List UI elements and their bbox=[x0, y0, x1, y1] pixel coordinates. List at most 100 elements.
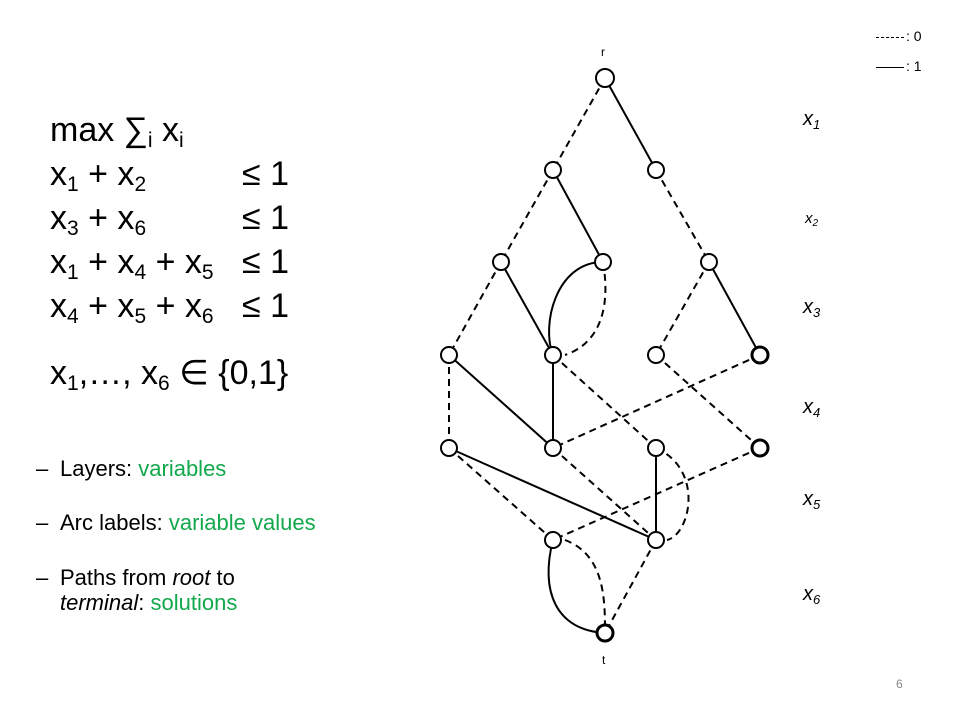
dd-node bbox=[440, 439, 458, 457]
bullet-paths: –Paths from root to terminal: solutions bbox=[36, 565, 237, 616]
dd-node bbox=[544, 346, 562, 364]
var-name: x bbox=[803, 108, 813, 130]
constraint-1: x1 + x2 bbox=[50, 155, 146, 195]
arc-one bbox=[547, 539, 606, 634]
terminal-label: t bbox=[602, 653, 606, 667]
dd-node bbox=[544, 531, 562, 549]
term: + x bbox=[78, 155, 135, 193]
dd-node bbox=[700, 253, 718, 271]
term-sub: 6 bbox=[201, 305, 214, 328]
term: + x bbox=[78, 287, 135, 325]
term-sub: 5 bbox=[201, 261, 214, 284]
objective-var-sub: i bbox=[179, 129, 184, 152]
layer-label-x2: x2 bbox=[805, 210, 819, 229]
bullet-dash: – bbox=[36, 565, 49, 590]
arc-one bbox=[448, 354, 554, 449]
bullet-dash: – bbox=[36, 510, 49, 535]
arc-zero bbox=[552, 447, 657, 541]
dd-node bbox=[647, 346, 665, 364]
var-sub: 5 bbox=[813, 497, 821, 512]
arc-zero bbox=[655, 447, 690, 541]
term-sub: 3 bbox=[67, 217, 79, 240]
bullet-arc-labels: –Arc labels: variable values bbox=[36, 510, 316, 535]
term: + x bbox=[78, 243, 135, 281]
legend-one: : 1 bbox=[876, 58, 922, 74]
arc-zero bbox=[552, 354, 657, 449]
legend-one-label: : 1 bbox=[906, 58, 922, 74]
layer-label-x6: x6 bbox=[803, 583, 821, 607]
bullet-label: Paths from bbox=[60, 565, 173, 590]
term-sub: 1 bbox=[67, 261, 79, 284]
var-sub: 2 bbox=[812, 218, 819, 229]
dd-node-root bbox=[595, 68, 615, 88]
dd-node bbox=[492, 253, 510, 271]
term-sub: 4 bbox=[134, 261, 147, 284]
var-name: x bbox=[803, 488, 813, 510]
arc-zero bbox=[564, 539, 606, 634]
term: x bbox=[50, 243, 67, 281]
objective-sub: i bbox=[147, 129, 153, 152]
arc-one bbox=[500, 261, 554, 356]
domain-set: ∈ {0,1} bbox=[169, 354, 289, 392]
term: x bbox=[50, 199, 67, 237]
arc-zero bbox=[552, 77, 606, 171]
bullet-value: variables bbox=[138, 456, 227, 481]
bullet-italic: root bbox=[172, 565, 211, 590]
bullet-label: Layers: bbox=[60, 456, 139, 481]
var-name: x bbox=[803, 396, 813, 418]
arc-zero bbox=[564, 261, 607, 356]
term-sub: 5 bbox=[134, 305, 147, 328]
arc-one bbox=[552, 169, 604, 263]
layer-label-x4: x4 bbox=[803, 396, 820, 420]
arc-zero bbox=[655, 261, 710, 356]
legend-zero-label: : 0 bbox=[906, 28, 922, 44]
constraint-4: x4 + x5 + x6 bbox=[50, 287, 214, 327]
term-sub: 2 bbox=[134, 173, 147, 196]
constraint-3: x1 + x4 + x5 bbox=[50, 243, 214, 283]
arc-one bbox=[708, 261, 761, 356]
term-sub: 1 bbox=[67, 173, 79, 196]
domain-mid: ,…, x bbox=[78, 354, 159, 392]
var-name: x bbox=[803, 296, 813, 318]
term-sub: 6 bbox=[134, 217, 147, 240]
var-name: x bbox=[805, 210, 813, 227]
legend-zero: : 0 bbox=[876, 28, 922, 44]
bullet-dash: – bbox=[36, 456, 49, 481]
page-number: 6 bbox=[896, 677, 903, 691]
bullet-label: : bbox=[138, 590, 151, 616]
root-label: r bbox=[601, 45, 605, 59]
dd-node bbox=[544, 439, 562, 457]
domain-sub: 1 bbox=[67, 372, 79, 395]
dd-node bbox=[647, 531, 665, 549]
term: x bbox=[50, 287, 67, 325]
domain-constraint: x1,…, x6 ∈ {0,1} bbox=[50, 354, 289, 394]
dd-node bbox=[594, 253, 612, 271]
bullet-label: Arc labels: bbox=[60, 510, 169, 535]
constraint-3-rhs: ≤ 1 bbox=[242, 243, 290, 281]
var-sub: 3 bbox=[813, 305, 821, 320]
dd-node-terminal bbox=[595, 623, 615, 643]
arc-one bbox=[604, 77, 657, 171]
arc-zero bbox=[552, 354, 761, 449]
layer-label-x3: x3 bbox=[803, 296, 821, 320]
arc-one bbox=[448, 447, 657, 541]
dd-node bbox=[647, 161, 665, 179]
var-sub: 6 bbox=[813, 592, 821, 607]
constraint-1-rhs: ≤ 1 bbox=[242, 155, 290, 193]
layer-label-x1: x1 bbox=[803, 108, 821, 132]
solid-line-swatch bbox=[876, 66, 904, 68]
constraint-2-rhs: ≤ 1 bbox=[242, 199, 290, 237]
domain-var: x bbox=[50, 354, 67, 392]
dashed-line-swatch bbox=[876, 36, 904, 38]
bullet-layers: –Layers: variables bbox=[36, 456, 226, 481]
var-sub: 1 bbox=[813, 117, 821, 132]
bullet-value: solutions bbox=[150, 590, 238, 616]
objective-var: x bbox=[152, 111, 180, 149]
bullet-value: variable values bbox=[168, 510, 316, 535]
objective-text: max ∑ bbox=[50, 111, 148, 149]
bullet-label: to bbox=[210, 565, 235, 590]
dd-node bbox=[544, 161, 562, 179]
constraint-4-rhs: ≤ 1 bbox=[242, 287, 290, 325]
term-sub: 4 bbox=[67, 305, 79, 328]
